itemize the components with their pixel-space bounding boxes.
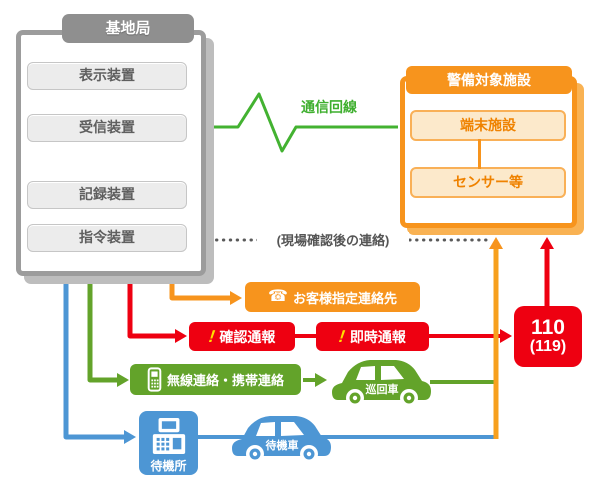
immediate-report-label: 即時通報 bbox=[349, 328, 406, 345]
blue-route bbox=[63, 250, 136, 444]
standby-station-label: 待機所 bbox=[150, 459, 187, 473]
exclamation-icon: ! bbox=[337, 327, 347, 346]
confirm-report-box: ! 確認通報 bbox=[189, 322, 295, 351]
device-display: 表示装置 bbox=[27, 62, 187, 90]
facility-terminal: 端末施設 bbox=[410, 110, 566, 141]
red-route bbox=[127, 250, 187, 343]
base-station-title: 基地局 bbox=[62, 14, 194, 43]
customer-contact-label: お客様指定連絡先 bbox=[292, 290, 397, 306]
standby-car: 待機車 bbox=[232, 416, 331, 463]
station-building-icon bbox=[152, 417, 185, 455]
exclamation-icon: ! bbox=[207, 327, 216, 346]
facility-title: 警備対象施設 bbox=[406, 66, 572, 94]
device-commander: 指令装置 bbox=[27, 224, 187, 252]
emergency-number-box: 110 (119) bbox=[514, 306, 582, 367]
communication-line bbox=[188, 92, 398, 153]
phone-icon: ☎ bbox=[268, 288, 288, 305]
mobile-phone-icon bbox=[147, 367, 162, 392]
immediate-report-box: ! 即時通報 bbox=[316, 322, 429, 351]
confirm-report-label: 確認通報 bbox=[219, 328, 276, 345]
site-check-label: (現場確認後の連絡) bbox=[257, 232, 409, 249]
radio-contact-label: 無線連絡・携帯連絡 bbox=[166, 373, 284, 388]
standby-station-box: 待機所 bbox=[139, 411, 198, 475]
customer-contact-box: ☎ お客様指定連絡先 bbox=[245, 282, 420, 312]
emergency-number-119: (119) bbox=[529, 338, 567, 356]
emergency-number-110: 110 bbox=[531, 316, 565, 340]
device-receiver: 受信装置 bbox=[27, 114, 187, 142]
facility-connector bbox=[478, 139, 481, 169]
communication-line-label: 通信回線 bbox=[301, 99, 357, 115]
facility-sensor: センサー等 bbox=[410, 167, 566, 198]
standby-car-label: 待機車 bbox=[265, 438, 299, 452]
green-route bbox=[87, 250, 129, 387]
patrol-car: 巡回車 bbox=[332, 360, 431, 407]
facility-panel bbox=[400, 76, 577, 228]
radio-contact-box: 無線連絡・携帯連絡 bbox=[130, 364, 301, 395]
device-recorder: 記録装置 bbox=[27, 181, 187, 209]
patrol-car-label: 巡回車 bbox=[366, 382, 399, 396]
